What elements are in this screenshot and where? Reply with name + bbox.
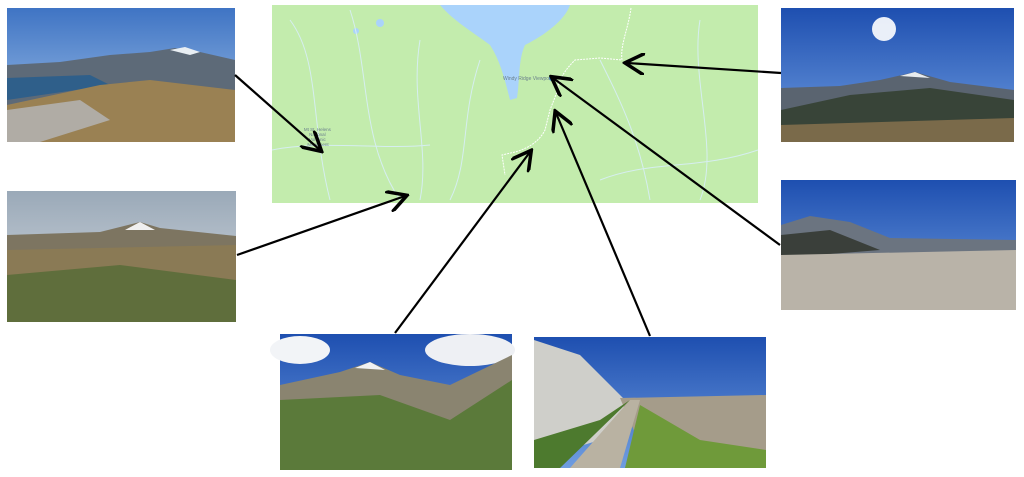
lake — [440, 5, 570, 100]
arrow-photo-6-to-map — [627, 63, 782, 73]
arrow-photo-2-to-map — [236, 196, 405, 257]
sun-icon — [872, 17, 896, 41]
arrow-photo-4-to-map — [556, 113, 652, 337]
arrows — [234, 63, 782, 337]
viewpoint-label: Windy Ridge Viewpoint — [503, 76, 555, 82]
pond — [376, 19, 384, 27]
photo-trail-road — [534, 337, 766, 468]
arrow-photo-3-to-map — [394, 152, 530, 334]
streams — [271, 9, 759, 201]
photo-volcano-valley — [7, 191, 236, 322]
arrow-photo-1-to-map — [234, 74, 320, 150]
arrow-photo-5-to-map — [553, 78, 781, 246]
photo-lake-mountain-view — [7, 8, 235, 142]
photo-pumice-plain — [781, 180, 1016, 310]
photo-volcano-green-slopes — [270, 334, 515, 470]
photo-sun-ridge — [781, 8, 1014, 142]
